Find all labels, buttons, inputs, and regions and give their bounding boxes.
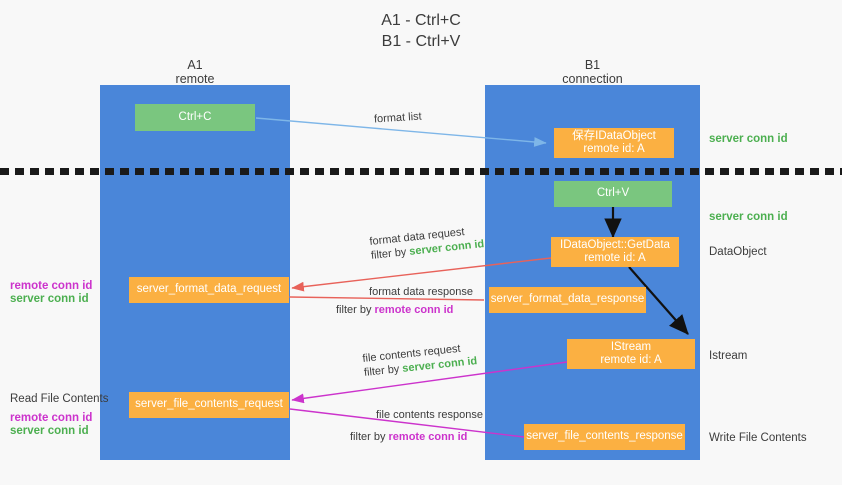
- annotation-write-file-contents: Write File Contents: [709, 432, 807, 444]
- node-file-resp-label: server_file_contents_response: [526, 430, 683, 443]
- edge-format-data-request: [291, 257, 552, 292]
- annotation-server-conn-id-second: server conn id: [709, 211, 788, 223]
- edge-label-format-list: format list: [374, 110, 422, 127]
- node-istream-title: IStream: [610, 340, 652, 353]
- node-ctrl-c-label: Ctrl+C: [178, 110, 212, 123]
- edge-label-file-contents-response: file contents response filter by remote …: [350, 408, 484, 444]
- node-istream-sub: remote id: A: [600, 354, 662, 366]
- annotation-istream: Istream: [709, 350, 748, 362]
- node-server-format-data-request[interactable]: server_format_data_request: [129, 277, 289, 303]
- node-fmt-resp-label: server_format_data_response: [490, 293, 645, 306]
- edge-getdata-to-istream: [628, 266, 689, 335]
- edge-format-data-response: [278, 291, 485, 302]
- annotation-read-file-contents: Read File Contents: [10, 393, 109, 405]
- page-title: A1 - Ctrl+C B1 - Ctrl+V: [0, 10, 842, 52]
- edge-file-contents-response: [277, 402, 525, 438]
- node-ctrl-c[interactable]: Ctrl+C: [135, 104, 255, 131]
- node-ctrl-v-label: Ctrl+V: [596, 187, 630, 200]
- node-getdata-title: IDataObject::GetData: [560, 238, 670, 251]
- annotation-dataobject: DataObject: [709, 246, 767, 258]
- lane-header-a1: A1 remote: [100, 58, 290, 86]
- lane-b1-sub: connection: [562, 72, 623, 86]
- title-line-2: B1 - Ctrl+V: [381, 33, 461, 50]
- node-save-idataobject-title: 保存IDataObject: [572, 129, 656, 142]
- edge-file-contents-request: [291, 361, 568, 404]
- node-idataobject-getdata[interactable]: IDataObject::GetData remote id: A: [551, 237, 679, 267]
- node-file-req-label: server_file_contents_request: [135, 398, 283, 411]
- title-line-1: A1 - Ctrl+C: [381, 12, 461, 29]
- file-resp-text: file contents response: [376, 409, 484, 421]
- fmt-req-filter-prefix: filter by: [370, 245, 410, 262]
- fmt-resp-filter-key: remote conn id: [374, 304, 454, 316]
- node-fmt-req-label: server_format_data_request: [136, 283, 282, 296]
- edge-label-format-data-response: format data response filter by remote co…: [336, 285, 506, 317]
- fmt-resp-filter-prefix: filter by: [336, 304, 375, 316]
- file-resp-filter-prefix: filter by: [350, 431, 389, 443]
- annotation-server-conn-id-2: server conn id: [10, 425, 89, 437]
- node-getdata-sub: remote id: A: [584, 252, 646, 264]
- lane-header-b1: B1 connection: [485, 58, 700, 86]
- file-req-filter-prefix: filter by: [363, 362, 403, 379]
- annotation-server-conn-id-1: server conn id: [10, 293, 89, 305]
- node-save-idataobject-sub: remote id: A: [583, 143, 645, 155]
- node-istream[interactable]: IStream remote id: A: [567, 339, 695, 369]
- node-server-format-data-response[interactable]: server_format_data_response: [489, 287, 646, 313]
- lane-a1-sub: remote: [175, 72, 215, 86]
- fmt-resp-text: format data response: [369, 286, 473, 298]
- lane-b1-name: B1: [584, 58, 601, 72]
- node-server-file-contents-response[interactable]: server_file_contents_response: [524, 424, 685, 450]
- fmt-resp-filter: filter by remote conn id: [336, 303, 506, 317]
- node-server-file-contents-request[interactable]: server_file_contents_request: [129, 392, 289, 418]
- node-save-idataobject[interactable]: 保存IDataObject remote id: A: [554, 128, 674, 158]
- edge-label-format-list-text: format list: [373, 110, 423, 126]
- lane-a1-name: A1: [187, 58, 203, 72]
- annotation-remote-conn-id-1: remote conn id: [10, 280, 93, 292]
- file-resp-filter-key: remote conn id: [388, 431, 468, 443]
- edge-format-list: [255, 117, 547, 147]
- file-resp-filter: filter by remote conn id: [350, 430, 483, 444]
- annotation-server-conn-id-top: server conn id: [709, 133, 788, 145]
- annotation-remote-conn-id-2: remote conn id: [10, 412, 93, 424]
- phase-divider: [0, 168, 842, 175]
- node-ctrl-v[interactable]: Ctrl+V: [554, 181, 672, 207]
